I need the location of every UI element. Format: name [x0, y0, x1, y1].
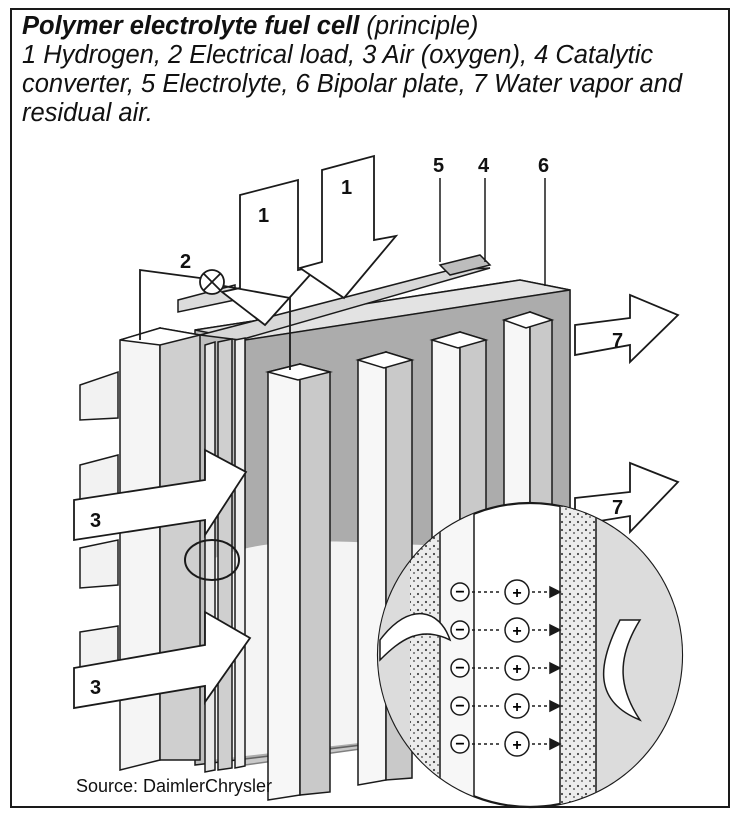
leader-lines: [439, 178, 546, 286]
anion-5: −: [455, 736, 464, 753]
membrane-inset: − − − − −: [376, 501, 684, 809]
cation-2: +: [512, 623, 521, 640]
label-load: 2: [180, 251, 191, 273]
source-credit: Source: DaimlerChrysler: [76, 776, 273, 796]
cation-1: +: [512, 585, 521, 602]
cation-5: +: [512, 737, 521, 754]
label-air-1: 3: [90, 510, 101, 532]
caption-legend: 1 Hydrogen, 2 Electrical load, 3 Air (ox…: [22, 41, 683, 127]
hydrogen-arrow-2: [297, 154, 399, 300]
anion-1: −: [455, 584, 464, 601]
label-electrolyte: 5: [433, 155, 444, 177]
proton-flow: [472, 585, 562, 751]
anion-3: −: [455, 660, 464, 677]
label-catalyst: 4: [478, 155, 490, 177]
exhaust-arrow-1: [574, 293, 680, 365]
detail-marker: [184, 539, 240, 581]
anion-4: −: [455, 698, 464, 715]
air-arrows: [73, 448, 252, 710]
figure-caption: Polymer electrolyte fuel cell (principle…: [22, 12, 722, 128]
anion-2: −: [455, 622, 464, 639]
air-arrow-2: [73, 610, 252, 710]
electrical-load: [139, 268, 291, 370]
hydrogen-arrows: [219, 154, 399, 327]
number-labels: 1 1 2 3 3 4 5 6 7 7: [90, 155, 623, 699]
air-arrow-1: [73, 448, 248, 542]
anion-column: − − − − −: [450, 582, 470, 754]
label-bipolar: 6: [538, 155, 549, 177]
hydrogen-arrow-1: [219, 178, 321, 327]
cation-3: +: [512, 661, 521, 678]
label-exhaust-2: 7: [612, 497, 623, 519]
cation-4: +: [512, 699, 521, 716]
label-exhaust-1: 7: [612, 330, 623, 352]
left-bipolar-columns: [119, 326, 201, 771]
caption-title: Polymer electrolyte fuel cell: [22, 12, 360, 40]
cation-column: + + + + +: [504, 579, 530, 757]
exhaust-arrows: [574, 293, 680, 535]
label-hydrogen-2: 1: [341, 177, 352, 199]
label-air-2: 3: [90, 677, 101, 699]
caption-title-suffix: (principle): [359, 12, 479, 40]
label-hydrogen-1: 1: [258, 205, 269, 227]
